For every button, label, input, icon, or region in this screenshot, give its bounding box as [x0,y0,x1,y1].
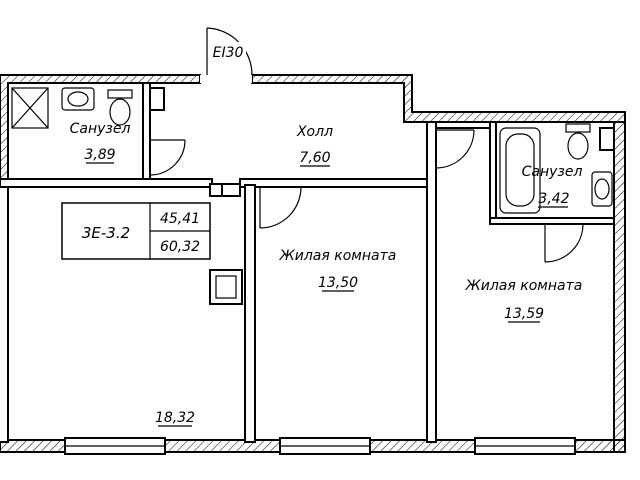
sink-left [61,87,95,111]
living-1-area: 13,50 [318,275,358,291]
hall-name: Холл [296,124,333,140]
apartment-info-box: 3Е-3.2 45,41 60,32 [61,202,211,260]
bathtub [499,127,541,214]
bath-right-name: Санузел [522,164,583,180]
living-2-name: Жилая комната [465,278,583,294]
living-1-name: Жилая комната [279,248,397,264]
fixtures [11,87,613,214]
bath-right-area: 3,42 [538,191,569,207]
toilet-right-bowl [567,132,589,160]
bath-left-area: 3,89 [84,147,115,163]
doors [149,27,584,263]
sink-right [591,171,613,207]
apartment-code: 3Е-3.2 [82,224,130,242]
toilet-right-tank [565,123,591,133]
shower-tray [11,87,49,129]
kitchen-living-area: 18,32 [155,410,195,426]
windows [64,437,576,455]
toilet-left-tank [107,89,133,99]
apartment-total-area: 60,32 [160,239,200,255]
room-labels: Санузел 3,89 Холл 7,60 Санузел 3,42 Жила… [70,121,583,427]
door-label-box [210,42,246,60]
toilet-left-bowl [109,98,131,126]
living-2-area: 13,59 [504,306,544,322]
interior-walls [0,82,615,443]
apartment-living-area: 45,41 [160,211,200,227]
bath-left-name: Санузел [70,121,131,137]
door-fire-rating: EI30 [213,45,244,61]
hall-area: 7,60 [299,150,330,166]
